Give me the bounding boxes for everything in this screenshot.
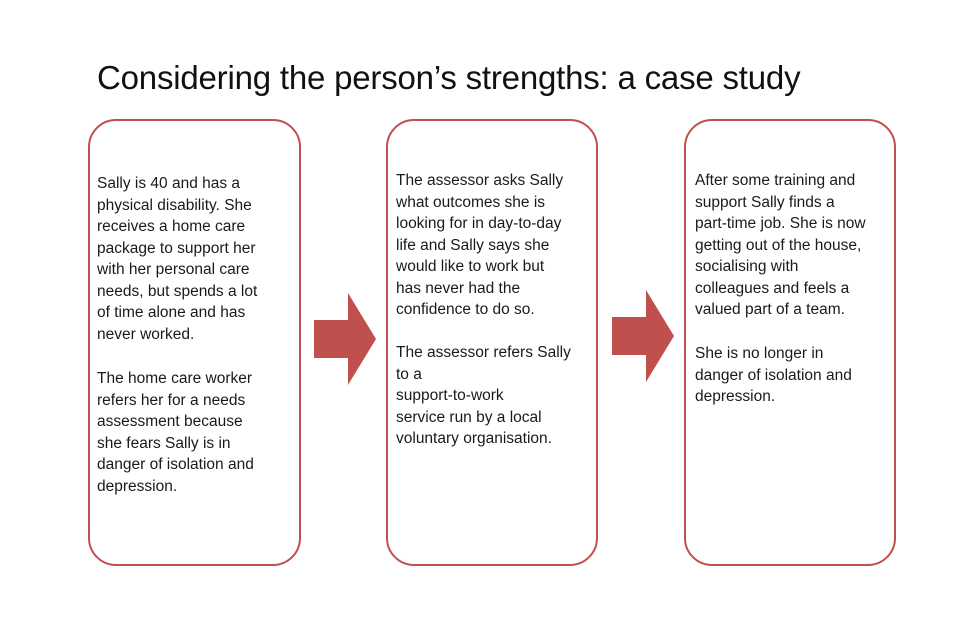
page-title: Considering the person’s strengths: a ca… xyxy=(97,59,801,96)
step-1-paragraph-2: The home care worker refers her for a ne… xyxy=(97,370,254,495)
right-arrow-icon xyxy=(314,293,376,385)
arrow-1-shape xyxy=(314,293,376,385)
step-3-box xyxy=(684,119,896,566)
step-2-paragraph-1: The assessor asks Sally what outcomes sh… xyxy=(396,172,564,318)
step-2-box xyxy=(386,119,598,566)
step-1-paragraph-1: Sally is 40 and has a physical disabilit… xyxy=(97,175,258,343)
step-3-paragraph-1: After some training and support Sally fi… xyxy=(695,172,866,318)
arrow-2-shape xyxy=(612,290,674,382)
step-3-paragraph-2: She is no longer in danger of isolation … xyxy=(695,345,852,405)
step-1-box xyxy=(88,119,301,566)
right-arrow-icon xyxy=(612,290,674,382)
step-2-paragraph-2: The assessor refers Sally to a support-t… xyxy=(396,344,571,447)
